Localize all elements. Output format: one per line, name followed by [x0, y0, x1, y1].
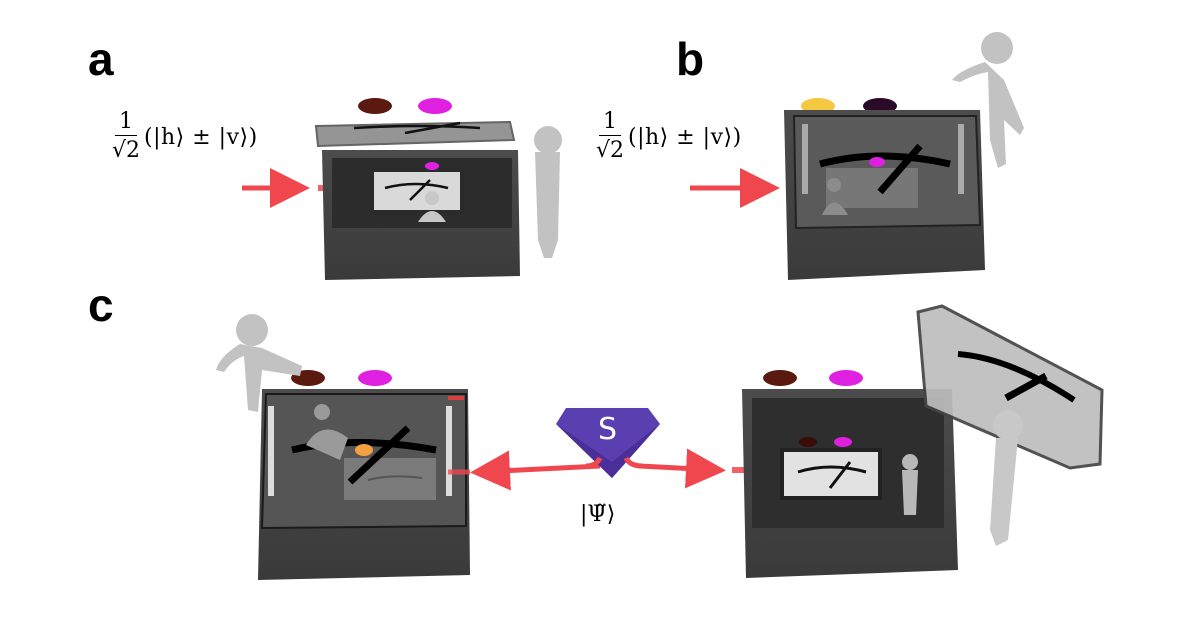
right-box: [639, 304, 1104, 578]
lifted-lid: [916, 304, 1104, 470]
inner-meter: [780, 448, 882, 500]
lid-indicator-red: [448, 396, 464, 400]
lid-needle: [404, 121, 461, 135]
meter-arc: [819, 152, 951, 168]
prefactor-fraction: 1 √2: [596, 109, 625, 165]
lamp-dark-red: [358, 98, 392, 114]
entangled-state-label: |Ψ̃⟩: [580, 502, 616, 527]
panel-b: [690, 32, 1024, 280]
inner-lamp-magenta: [834, 437, 852, 447]
laser-beam: [639, 448, 726, 489]
lid-arc: [957, 351, 1076, 403]
wigner-figure-body: [535, 152, 560, 258]
friend-figure-body: [822, 202, 848, 215]
inner-lamp-magenta: [425, 162, 439, 170]
friend-figure-head: [902, 454, 918, 470]
source-prism-shade: [556, 424, 660, 478]
meter-needle: [347, 425, 411, 485]
inner-meter-arc: [797, 465, 867, 474]
source-output-right: [623, 456, 643, 469]
friend-figure-body: [418, 211, 446, 222]
source-label: S: [598, 412, 618, 447]
lid-arc: [353, 124, 481, 130]
inner-lamp-magenta: [869, 157, 885, 167]
lamp-magenta: [829, 370, 863, 386]
left-box: [216, 314, 601, 580]
prefactor-denominator: √2: [112, 138, 141, 164]
inner-meter: [344, 458, 436, 500]
friend-figure-head: [425, 191, 439, 205]
panel-label-b: b: [676, 33, 705, 85]
friend-figure-head: [827, 178, 841, 192]
inner-meter: [370, 168, 464, 214]
friend-figure-body: [306, 429, 348, 460]
inner-meter-needle: [828, 461, 852, 489]
wigner-figure-head: [981, 32, 1013, 64]
meter-arc: [291, 439, 437, 454]
wigner-figure-body: [990, 438, 1018, 546]
laser-beam: [470, 450, 601, 491]
lid-handle-left: [268, 406, 274, 496]
lamp-magenta: [358, 370, 392, 386]
source-output-left: [585, 456, 603, 469]
panel-label-a: a: [88, 33, 114, 85]
lamp-dark-red: [763, 370, 797, 386]
inner-meter-arc: [367, 475, 423, 481]
wigner-figure-head: [993, 410, 1023, 440]
wigner-figure-head: [236, 314, 268, 346]
wigner-figure-head: [534, 126, 562, 154]
friend-figure-body: [902, 470, 918, 515]
lid-needle: [1004, 372, 1048, 402]
wigner-figure-body: [216, 344, 302, 412]
inner-meter: [826, 168, 918, 208]
prefactor-numerator: 1: [599, 109, 621, 137]
inner-meter-needle: [409, 179, 431, 201]
friend-figure-head: [314, 404, 330, 420]
panel-a: [242, 98, 562, 280]
lid-handle-left: [802, 124, 808, 194]
lamp-magenta: [418, 98, 452, 114]
lid-handle-right: [446, 406, 452, 496]
lid-handle-right: [958, 124, 964, 194]
meter-needle: [877, 143, 923, 195]
source-prism: [556, 408, 660, 478]
panel-label-c: c: [88, 279, 114, 331]
prefactor-numerator: 1: [115, 109, 137, 137]
prefactor-denominator: √2: [596, 138, 625, 164]
input-state-formula-a: 1 √2 (|h⟩ ± |v⟩): [112, 109, 258, 165]
ket-expression: (|h⟩ ± |v⟩): [144, 124, 258, 150]
wigner-figure-body: [952, 62, 1024, 168]
inner-meter-arc: [384, 182, 449, 190]
panel-c: [216, 304, 1104, 580]
ket-expression: (|h⟩ ± |v⟩): [628, 124, 742, 150]
inner-lamp-dark-red: [799, 437, 817, 447]
input-state-formula-b: 1 √2 (|h⟩ ± |v⟩): [596, 109, 742, 165]
inner-lamp-orange: [355, 444, 373, 456]
prefactor-fraction: 1 √2: [112, 109, 141, 165]
